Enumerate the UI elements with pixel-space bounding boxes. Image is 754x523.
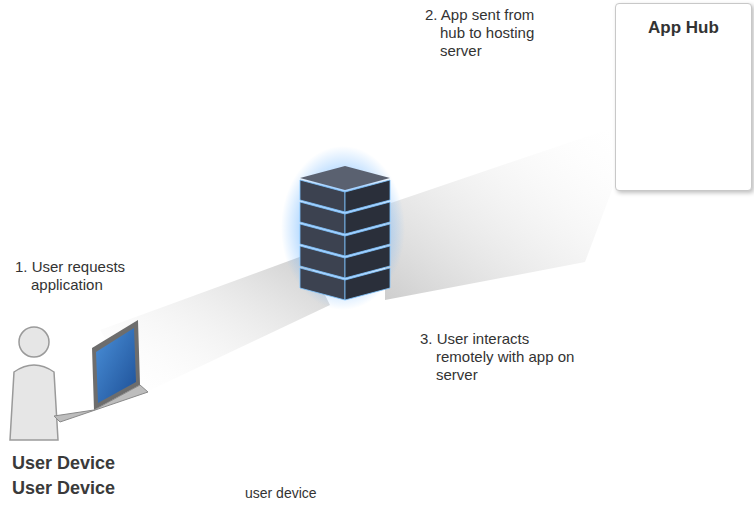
box-title: App Hub: [616, 18, 751, 38]
device-label: user device: [245, 484, 317, 502]
device-label: User Device: [12, 477, 115, 499]
user-figure: [10, 327, 58, 440]
hub-box: App Hub: [615, 3, 752, 191]
step-note: 1. User requests application: [15, 258, 181, 294]
server-icon: [281, 146, 405, 310]
step-note: 3. User interacts remotely with app on s…: [420, 330, 586, 384]
laptop-icon: [54, 320, 148, 422]
device-label: User Device: [12, 452, 115, 474]
delivery-beam: [385, 128, 612, 300]
step-note: 2. App sent from hub to hosting server: [425, 6, 558, 60]
